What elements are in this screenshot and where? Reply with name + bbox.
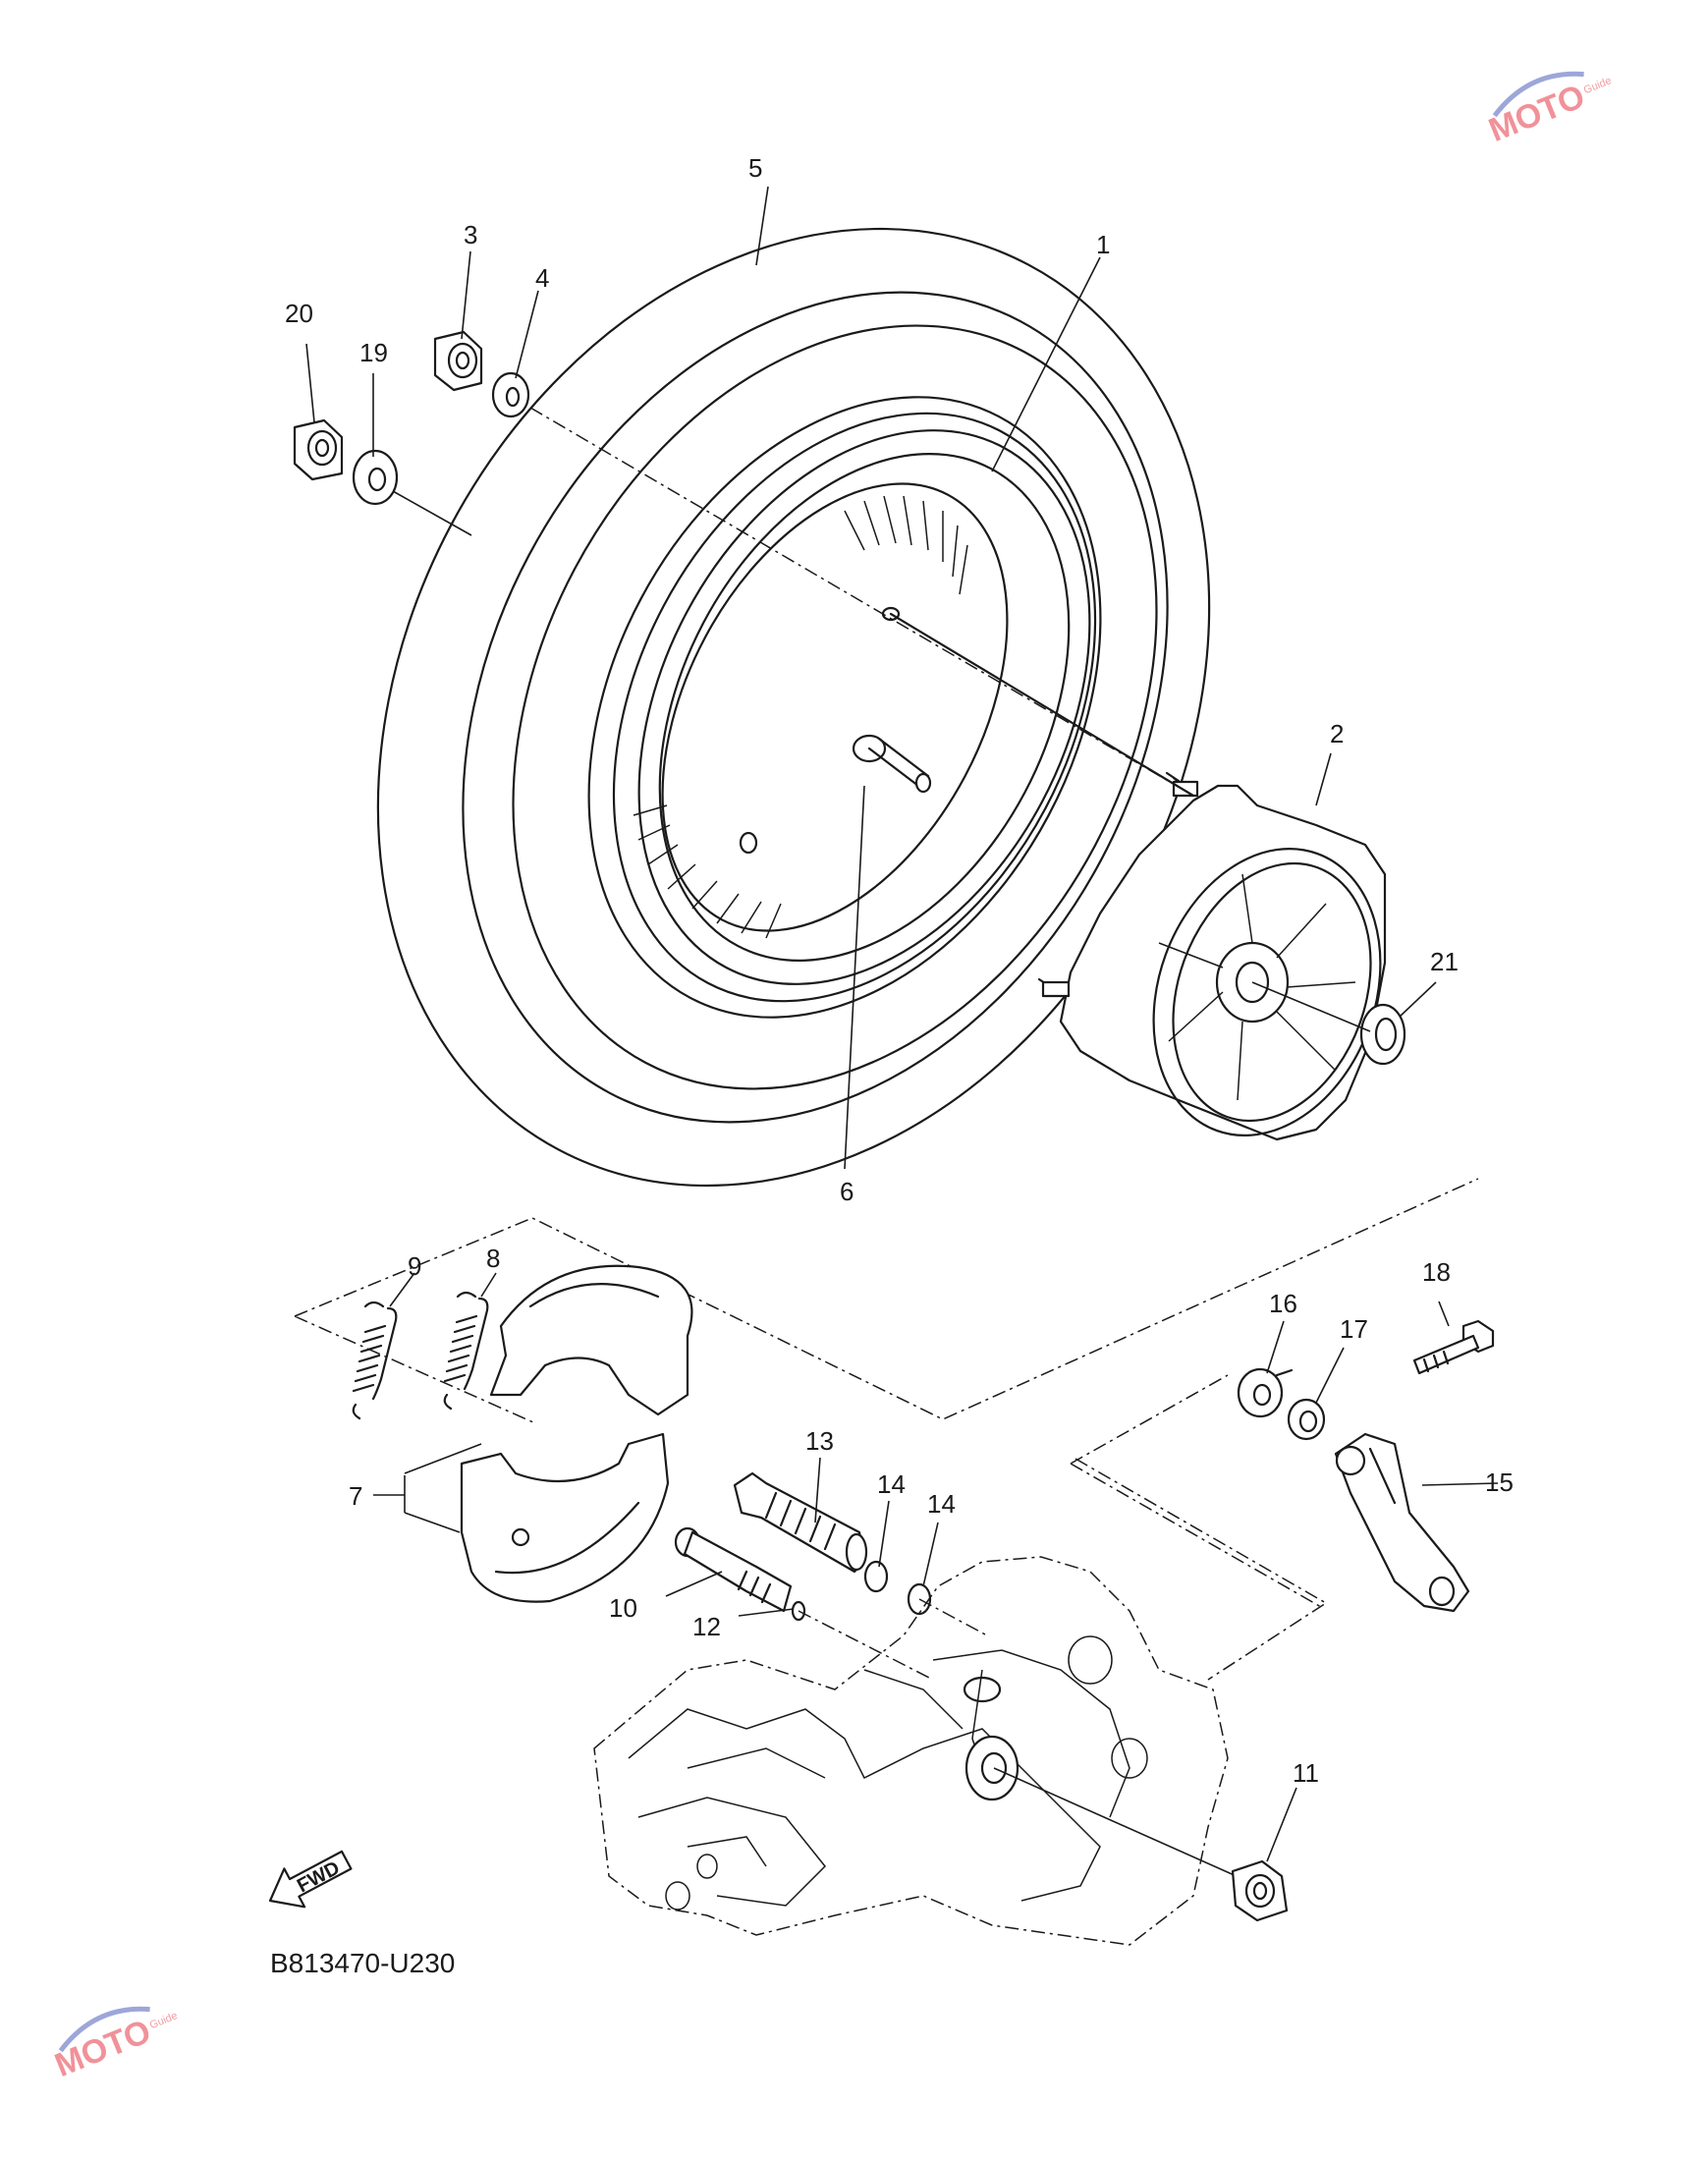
- axis-line-hub: [889, 612, 1195, 798]
- callout-7: 7: [349, 1481, 362, 1511]
- brake-cam-13: [733, 1471, 868, 1574]
- callout-16: 16: [1269, 1289, 1297, 1318]
- camshaft-lever-15: [1334, 1432, 1470, 1613]
- washer-19: [352, 449, 399, 506]
- callout-21: 21: [1430, 947, 1459, 976]
- watermark-top-right: MOTO Guide: [1484, 71, 1614, 149]
- callout-leaders: [305, 186, 1499, 1862]
- callout-13: 13: [805, 1426, 834, 1456]
- callout-20: 20: [285, 299, 313, 328]
- brake-shoe-lower: [460, 1432, 670, 1603]
- washer-4: [491, 371, 530, 418]
- callout-2: 2: [1330, 719, 1344, 748]
- callout-6: 6: [840, 1177, 854, 1206]
- washer-21: [1359, 1003, 1406, 1066]
- callout-15: 15: [1485, 1468, 1514, 1497]
- callout-10: 10: [609, 1593, 637, 1623]
- brake-shoe-upper: [489, 1264, 693, 1416]
- callout-18: 18: [1422, 1257, 1451, 1287]
- watermark-sub: Guide: [148, 2010, 180, 2031]
- callout-8: 8: [486, 1244, 500, 1273]
- bolt-18: [1412, 1319, 1495, 1375]
- crank-axis-line: [798, 1598, 988, 1681]
- tire-bead: [512, 324, 1158, 1090]
- nut-3: [433, 330, 483, 392]
- axis-line-top: [529, 407, 1194, 797]
- rim-outer: [587, 396, 1102, 1019]
- axis-line-21: [1251, 981, 1371, 1032]
- rim-inner: [658, 453, 1071, 962]
- callout-14a: 14: [877, 1469, 906, 1499]
- callout-5: 5: [748, 153, 762, 183]
- rim-lip: [612, 412, 1097, 1003]
- tire-inner-shoulder: [462, 291, 1169, 1124]
- shaft-10: [674, 1526, 793, 1613]
- callout-labels: 1 2 3 4 5 6 7 8 9 10 11 12 13 14 14 15 1…: [285, 153, 1514, 1788]
- spring-9: [352, 1301, 398, 1420]
- callout-12: 12: [692, 1612, 721, 1641]
- callout-1: 1: [1096, 230, 1110, 259]
- o-ring-12: [791, 1600, 806, 1622]
- tire-outline: [376, 227, 1211, 1188]
- washer-17: [1287, 1398, 1326, 1441]
- brake-panel-outline: [294, 1178, 1479, 1423]
- tire-wheel-assembly: [376, 227, 1211, 1188]
- callout-14b: 14: [927, 1489, 956, 1519]
- fwd-arrow: FWD: [268, 1850, 353, 1909]
- rim-hub-face: [661, 482, 1009, 932]
- o-ring-14-b: [907, 1582, 932, 1616]
- watermark-bottom-left: MOTO Guide: [50, 2006, 180, 2084]
- washer-16: [1237, 1367, 1294, 1418]
- diagram-code: B813470-U230: [270, 1948, 455, 1978]
- watermark-brand: MOTO: [50, 2013, 156, 2084]
- callout-3: 3: [464, 220, 477, 249]
- spring-8: [443, 1291, 489, 1411]
- brake-drum-hub: [1037, 771, 1387, 1141]
- crankcase-housing: [593, 1556, 1229, 1946]
- watermark-brand: MOTO: [1484, 78, 1590, 149]
- crank-panel-outline: [1074, 1458, 1328, 1681]
- callout-4: 4: [535, 263, 549, 293]
- rim-fan-blades: [633, 495, 968, 939]
- callout-19: 19: [359, 338, 388, 367]
- nut-20: [293, 418, 344, 481]
- rim-flange: [637, 429, 1091, 985]
- axis-line-11: [993, 1767, 1248, 1882]
- callout-17: 17: [1340, 1314, 1368, 1344]
- nut-11: [1231, 1859, 1289, 1922]
- lever-panel-outline: [1070, 1374, 1322, 1608]
- watermark-sub: Guide: [1582, 75, 1614, 96]
- hub-studs: [1037, 771, 1199, 998]
- callout-11: 11: [1293, 1758, 1319, 1788]
- valve-hole: [739, 831, 758, 855]
- o-ring-14-a: [863, 1560, 889, 1593]
- axis-line-19: [392, 490, 472, 536]
- valve-stem: [852, 734, 932, 794]
- leader-7-bracket: [373, 1443, 482, 1533]
- callout-9: 9: [408, 1251, 421, 1281]
